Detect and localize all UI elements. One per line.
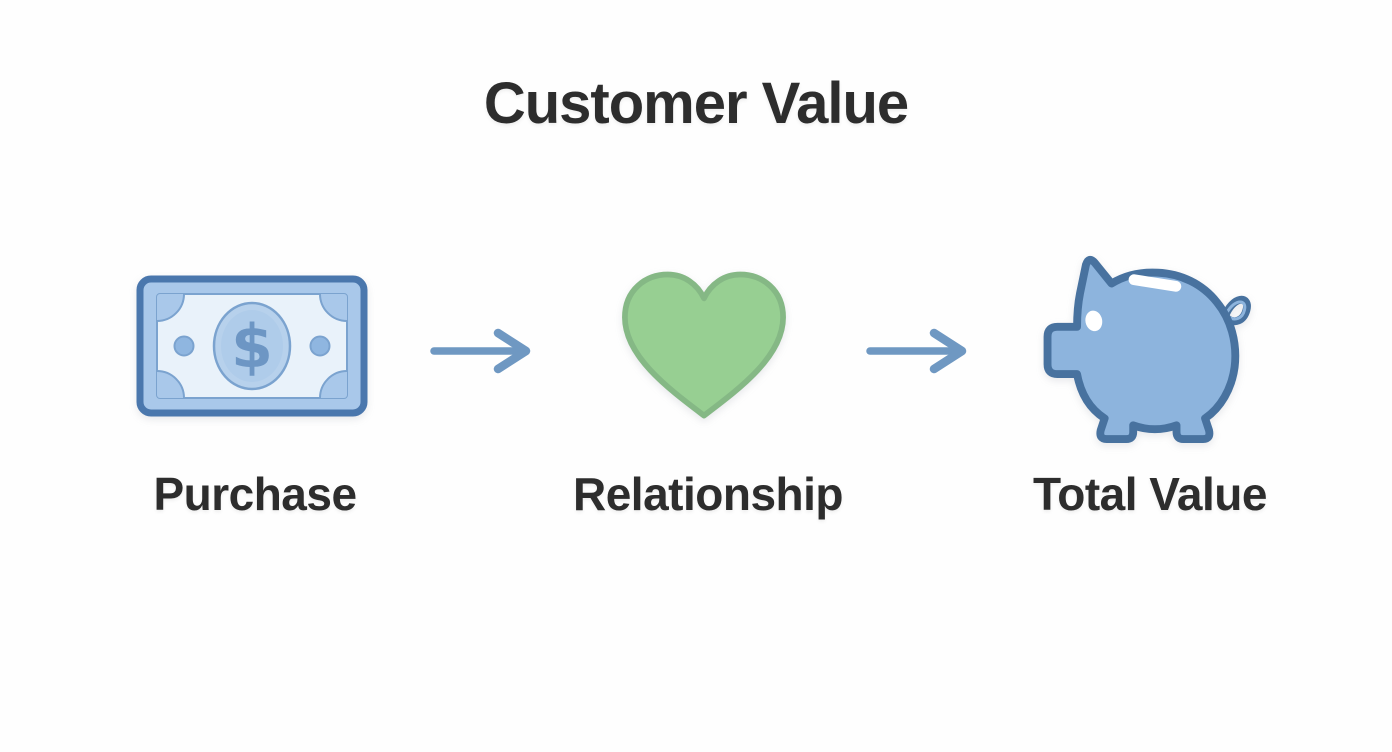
heart-icon bbox=[610, 265, 798, 427]
page-title: Customer Value bbox=[483, 71, 909, 136]
step-label-relationship: Relationship bbox=[572, 468, 844, 520]
step-label-purchase: Purchase bbox=[153, 468, 357, 520]
pig-eye bbox=[1085, 310, 1103, 332]
coin-slot bbox=[1128, 274, 1182, 292]
money-bill-icon: $ bbox=[136, 275, 368, 417]
arrow-right-icon bbox=[864, 327, 976, 375]
dollar-sign-glyph: $ bbox=[231, 312, 273, 382]
arrow-right-icon bbox=[428, 327, 540, 375]
step-label-total-value: Total Value bbox=[1033, 468, 1267, 520]
piggy-bank-icon bbox=[1040, 252, 1252, 444]
